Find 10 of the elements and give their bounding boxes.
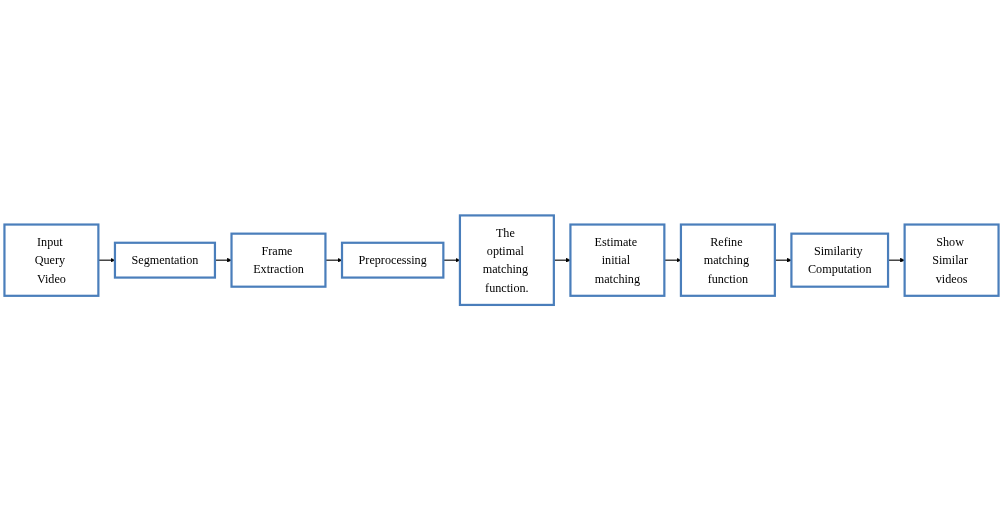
node-box: Input Query Video <box>3 223 100 298</box>
node-box: The optimal matching function. <box>458 214 555 307</box>
node-box: Estimate initial matching <box>569 223 666 298</box>
node-box: Show Similar videos <box>903 223 1000 298</box>
node-box: Refine matching function <box>679 223 776 298</box>
node-box: Segmentation <box>113 242 217 279</box>
node-box: Frame Extraction <box>230 232 327 289</box>
arrow <box>214 258 232 263</box>
node-box: Preprocessing <box>340 242 445 279</box>
node-box: Similarity Computation <box>790 232 890 289</box>
